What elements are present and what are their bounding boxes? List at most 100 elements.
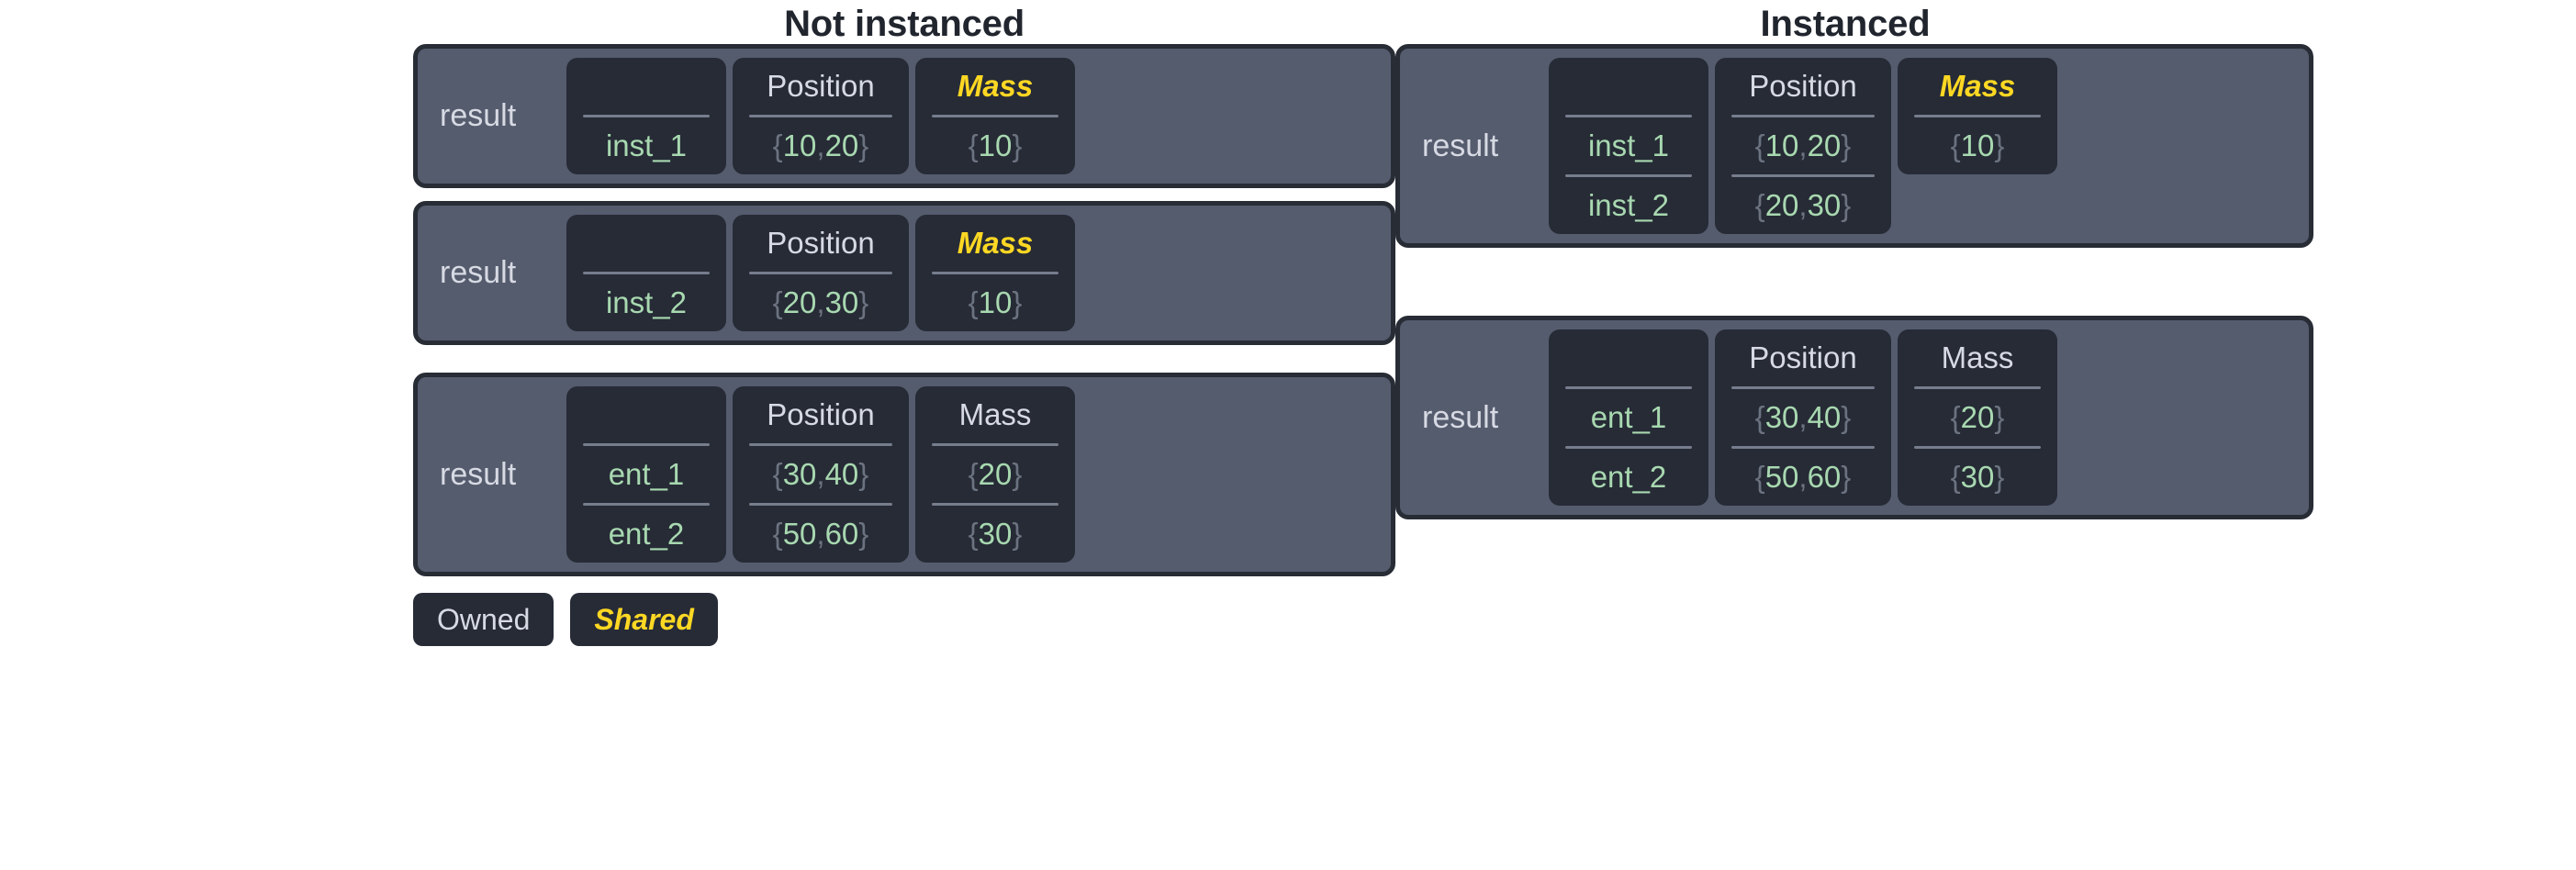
- field-header-position: Position: [767, 226, 875, 260]
- field-column-entity: inst_2: [566, 215, 726, 331]
- field-header-entity: [566, 58, 726, 115]
- field-header-position: Position: [1749, 69, 1857, 103]
- header-divider: [1914, 386, 2041, 389]
- result-label: result: [440, 98, 517, 133]
- position-value-cell: {30, 40}: [1754, 400, 1852, 434]
- table-card: result ent_1 ent_2 Position {30, 40} {50…: [1395, 316, 2313, 519]
- row-divider: [1731, 174, 1875, 177]
- field-header-position: Position: [767, 69, 875, 103]
- field-header-mass: Mass: [1939, 69, 2016, 103]
- field-columns: ent_1 ent_2 Position {30, 40} {50, 60} M…: [1549, 329, 2300, 506]
- field-header-entity: [566, 386, 726, 443]
- header-divider: [1565, 115, 1692, 117]
- table-card: result inst_1 Position {10, 20} Mass {10…: [413, 44, 1395, 188]
- header-divider: [932, 115, 1058, 117]
- entity-name-cell: inst_1: [605, 128, 688, 162]
- column-not-instanced: Not instanced result inst_1 Position {10…: [413, 0, 1395, 870]
- result-label: result: [440, 255, 517, 290]
- position-value-cell: {50, 60}: [772, 517, 869, 551]
- field-column-entity: ent_1 ent_2: [566, 386, 726, 563]
- row-divider: [932, 503, 1058, 506]
- mass-value-cell: {10}: [968, 285, 1023, 319]
- field-header-mass: Mass: [958, 397, 1032, 431]
- table-card: result ent_1 ent_2 Position {30, 40} {50…: [413, 373, 1395, 576]
- entity-name-cell: ent_2: [1590, 460, 1667, 494]
- legend-chip-shared: Shared: [570, 593, 718, 646]
- position-value-cell: {10, 20}: [1754, 128, 1852, 162]
- field-header-entity: [1549, 329, 1708, 386]
- field-columns: ent_1 ent_2 Position {30, 40} {50, 60} M…: [566, 386, 1382, 563]
- entity-name-cell: ent_1: [1590, 400, 1667, 434]
- header-divider: [1731, 115, 1875, 117]
- field-column-mass: Mass {20} {30}: [915, 386, 1075, 563]
- field-column-position: Position {30, 40} {50, 60}: [1715, 329, 1891, 506]
- row-divider: [1914, 446, 2041, 449]
- field-column-mass: Mass {10}: [915, 215, 1075, 331]
- field-column-position: Position {10, 20} {20, 30}: [1715, 58, 1891, 234]
- field-columns: inst_1 inst_2 Position {10, 20} {20, 30}…: [1549, 58, 2300, 234]
- column-title-not-instanced: Not instanced: [784, 4, 1025, 44]
- field-header-entity: [566, 215, 726, 272]
- row-divider: [749, 503, 892, 506]
- mass-value-cell: {30}: [1950, 460, 2005, 494]
- entity-name-cell: ent_1: [608, 457, 685, 491]
- table-card: result inst_2 Position {20, 30} Mass {10…: [413, 201, 1395, 345]
- field-header-position: Position: [767, 397, 875, 431]
- row-divider: [1565, 174, 1692, 177]
- field-column-mass-shared: Mass {10}: [1898, 58, 2057, 174]
- header-divider: [932, 443, 1058, 446]
- entity-name-cell: inst_2: [1587, 188, 1670, 222]
- entity-name-cell: inst_1: [1587, 128, 1670, 162]
- header-divider: [583, 272, 710, 274]
- header-divider: [1914, 115, 2041, 117]
- result-label: result: [1422, 128, 1499, 163]
- field-columns: inst_1 Position {10, 20} Mass {10}: [566, 58, 1382, 174]
- legend-chip-owned: Owned: [413, 593, 554, 646]
- mass-value-cell: {20}: [968, 457, 1023, 491]
- legend: Owned Shared: [413, 593, 1395, 646]
- spacer: [413, 345, 1395, 373]
- field-column-mass: Mass {10}: [915, 58, 1075, 174]
- header-divider: [1565, 386, 1692, 389]
- field-column-position: Position {10, 20}: [733, 58, 909, 174]
- result-label: result: [440, 456, 517, 492]
- spacer: [1395, 248, 2313, 275]
- header-divider: [749, 272, 892, 274]
- field-column-position: Position {20, 30}: [733, 215, 909, 331]
- mass-value-cell: {10}: [968, 128, 1023, 162]
- field-header-position: Position: [1749, 340, 1857, 374]
- field-header-entity: [1549, 58, 1708, 115]
- mass-value-cell: {30}: [968, 517, 1023, 551]
- table-card: result inst_1 inst_2 Position {10, 20} {…: [1395, 44, 2313, 248]
- field-column-entity: inst_1 inst_2: [1549, 58, 1708, 234]
- field-column-position: Position {30, 40} {50, 60}: [733, 386, 909, 563]
- header-divider: [583, 443, 710, 446]
- header-divider: [1731, 386, 1875, 389]
- position-value-cell: {20, 30}: [1754, 188, 1852, 222]
- entity-name-cell: inst_2: [605, 285, 688, 319]
- position-value-cell: {10, 20}: [772, 128, 869, 162]
- field-columns: inst_2 Position {20, 30} Mass {10}: [566, 215, 1382, 331]
- field-column-entity: inst_1: [566, 58, 726, 174]
- field-header-mass: Mass: [957, 226, 1034, 260]
- field-column-mass: Mass {20} {30}: [1898, 329, 2057, 506]
- column-title-instanced: Instanced: [1760, 4, 1931, 44]
- result-label: result: [1422, 399, 1499, 435]
- header-divider: [932, 272, 1058, 274]
- position-value-cell: {30, 40}: [772, 457, 869, 491]
- position-value-cell: {50, 60}: [1754, 460, 1852, 494]
- mass-value-cell: {20}: [1950, 400, 2005, 434]
- spacer: [1395, 275, 2313, 303]
- column-instanced: Instanced result inst_1 inst_2 Position …: [1395, 0, 2313, 870]
- header-divider: [749, 115, 892, 117]
- row-divider: [1565, 446, 1692, 449]
- row-divider: [1731, 446, 1875, 449]
- entity-name-cell: ent_2: [608, 517, 685, 551]
- field-column-entity: ent_1 ent_2: [1549, 329, 1708, 506]
- header-divider: [749, 443, 892, 446]
- header-divider: [583, 115, 710, 117]
- mass-value-cell-shared: {10}: [1950, 128, 2005, 162]
- field-header-mass: Mass: [1941, 340, 2014, 374]
- position-value-cell: {20, 30}: [772, 285, 869, 319]
